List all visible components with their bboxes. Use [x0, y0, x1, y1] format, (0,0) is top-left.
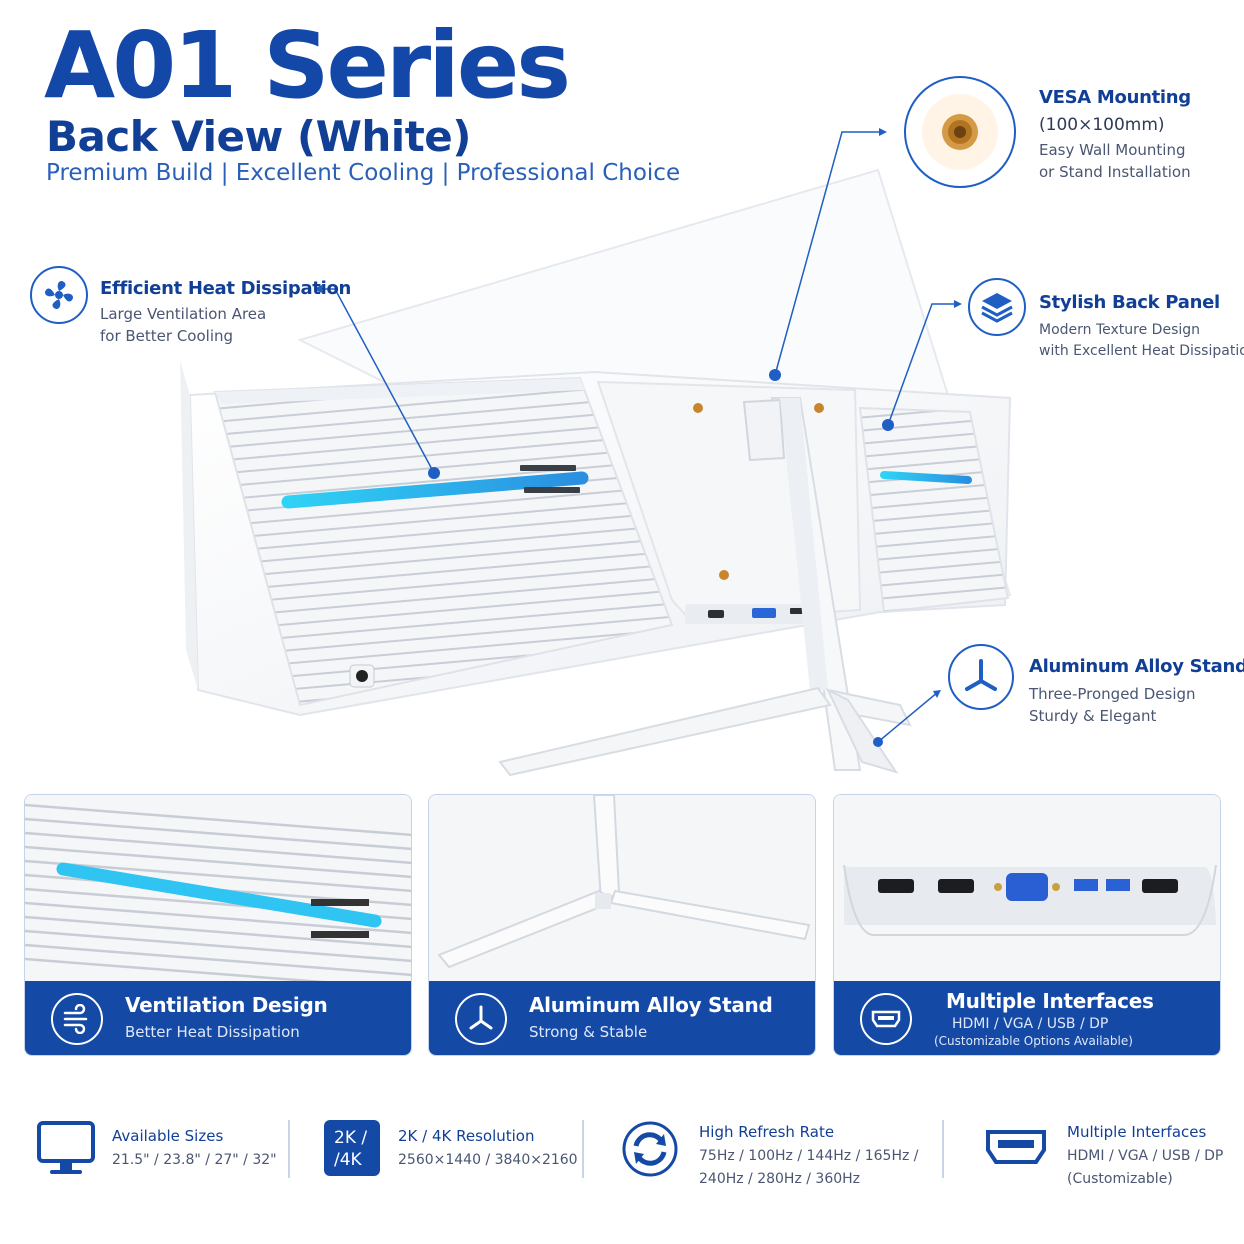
- badge-bottom-text: /4K: [334, 1150, 362, 1170]
- vesa-callout-ring: [904, 76, 1016, 188]
- spec-divider: [288, 1120, 290, 1178]
- card-subtitle: Strong & Stable: [529, 1023, 648, 1041]
- stand-callout-ring: [948, 644, 1014, 710]
- card-title: Multiple Interfaces: [946, 989, 1154, 1013]
- spec-resolution-value: 2560×1440 / 3840×2160: [398, 1152, 578, 1168]
- panel-line-2: with Excellent Heat Dissipation: [1039, 343, 1244, 359]
- panel-line-1: Modern Texture Design: [1039, 322, 1201, 338]
- vesa-title: VESA Mounting: [1039, 87, 1191, 108]
- monitor-icon: [37, 1121, 95, 1174]
- page-subtitle: Back View (White): [46, 112, 471, 161]
- spec-divider: [942, 1120, 944, 1178]
- vesa-line-2: or Stand Installation: [1039, 163, 1191, 181]
- page-title: A01 Series: [44, 12, 571, 119]
- stand-line-1: Three-Pronged Design: [1029, 685, 1196, 703]
- left-vent-panel: [213, 376, 674, 707]
- tagline: Premium Build | Excellent Cooling | Prof…: [46, 160, 681, 186]
- card-note: (Customizable Options Available): [934, 1034, 1133, 1048]
- hdmi-port-icon: [986, 1130, 1046, 1164]
- vesa-spec: (100×100mm): [1039, 115, 1165, 135]
- hdmi-port-icon: [860, 993, 912, 1045]
- refresh-icon: [622, 1121, 678, 1177]
- tripod-stand-icon: [455, 993, 507, 1045]
- spec-divider: [582, 1120, 584, 1178]
- vesa-line-1: Easy Wall Mounting: [1039, 141, 1186, 159]
- feature-card-stand: Aluminum Alloy Stand Strong & Stable: [428, 794, 816, 1056]
- led-light-bar: [281, 471, 589, 509]
- tripod-stand-icon: [965, 659, 997, 691]
- ventilation-closeup: [25, 795, 411, 981]
- spec-interfaces-line-1: HDMI / VGA / USB / DP: [1067, 1148, 1224, 1164]
- stand-title: Aluminum Alloy Stand: [1029, 656, 1244, 677]
- heat-line-1: Large Ventilation Area: [100, 305, 267, 323]
- feature-card-ventilation: Ventilation Design Better Heat Dissipati…: [24, 794, 412, 1056]
- spec-interfaces-title: Multiple Interfaces: [1067, 1123, 1207, 1141]
- resolution-badge-icon: 2K / /4K: [324, 1120, 380, 1176]
- panel-title: Stylish Back Panel: [1039, 292, 1220, 313]
- badge-top-text: 2K /: [334, 1128, 368, 1148]
- vesa-plate: [596, 380, 862, 622]
- heat-line-2: for Better Cooling: [100, 327, 234, 345]
- card-title: Aluminum Alloy Stand: [529, 993, 773, 1017]
- aluminum-stand: [498, 397, 912, 777]
- spec-sizes-title: Available Sizes: [112, 1127, 224, 1145]
- ports-closeup: [834, 795, 1220, 981]
- spec-resolution-title: 2K / 4K Resolution: [398, 1127, 535, 1145]
- right-vent-panel: [858, 406, 1010, 614]
- spec-refresh-line-2: 240Hz / 280Hz / 360Hz: [699, 1171, 861, 1187]
- card-title: Ventilation Design: [125, 993, 328, 1017]
- panel-callout-ring: [968, 278, 1026, 336]
- spec-sizes-value: 21.5" / 23.8" / 27" / 32": [112, 1152, 277, 1168]
- feature-card-interfaces: Multiple Interfaces HDMI / VGA / USB / D…: [833, 794, 1221, 1056]
- heat-callout-ring: [30, 266, 88, 324]
- mounting-screw-icon: [922, 94, 998, 170]
- stand-closeup: [429, 795, 815, 981]
- spec-refresh-line-1: 75Hz / 100Hz / 144Hz / 165Hz /: [699, 1148, 919, 1164]
- layers-icon: [981, 293, 1013, 323]
- heat-title: Efficient Heat Dissipation: [100, 278, 352, 299]
- spec-refresh-title: High Refresh Rate: [699, 1123, 835, 1141]
- card-subtitle: Better Heat Dissipation: [125, 1023, 300, 1041]
- airflow-icon: [51, 993, 103, 1045]
- card-subtitle: HDMI / VGA / USB / DP: [952, 1016, 1109, 1032]
- stand-line-2: Sturdy & Elegant: [1029, 707, 1157, 725]
- fan-icon: [44, 280, 74, 310]
- spec-interfaces-line-2: (Customizable): [1067, 1171, 1173, 1187]
